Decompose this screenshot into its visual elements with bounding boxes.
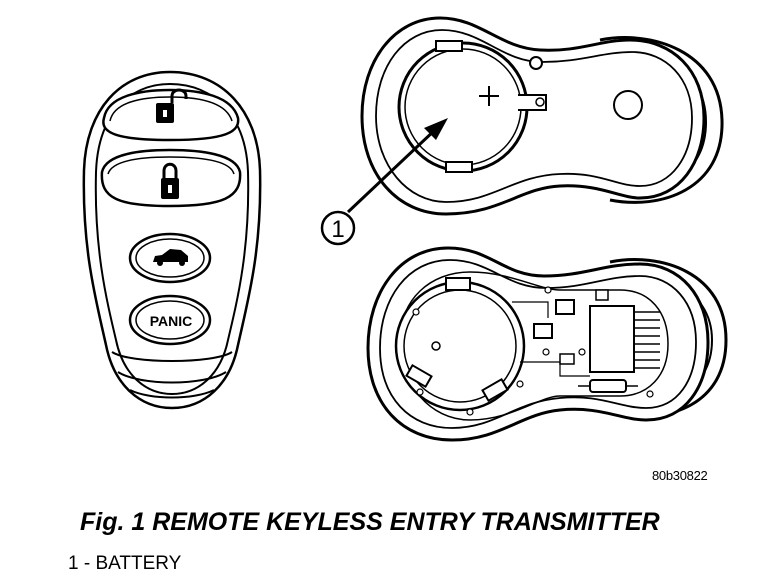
svg-text:1: 1 xyxy=(331,216,344,243)
fob-circuit-side xyxy=(366,246,728,442)
lock-icon xyxy=(161,162,179,199)
callout-marker: 1 xyxy=(320,210,356,246)
figure-caption: Fig. 1 REMOTE KEYLESS ENTRY TRANSMITTER xyxy=(80,508,660,536)
fob-battery-side xyxy=(360,16,724,216)
callout-arrow xyxy=(346,118,448,214)
legend-item: 1 - BATTERY xyxy=(68,553,182,574)
trunk-icon xyxy=(153,249,188,266)
transmitter-diagram: PANIC 1 xyxy=(82,16,728,442)
panic-button xyxy=(128,294,212,346)
figure-id: 80b30822 xyxy=(652,468,708,483)
panic-label: PANIC xyxy=(150,313,193,329)
unlock-icon xyxy=(156,88,188,123)
key-fob-front xyxy=(82,70,262,410)
battery-plus-icon xyxy=(479,86,499,106)
